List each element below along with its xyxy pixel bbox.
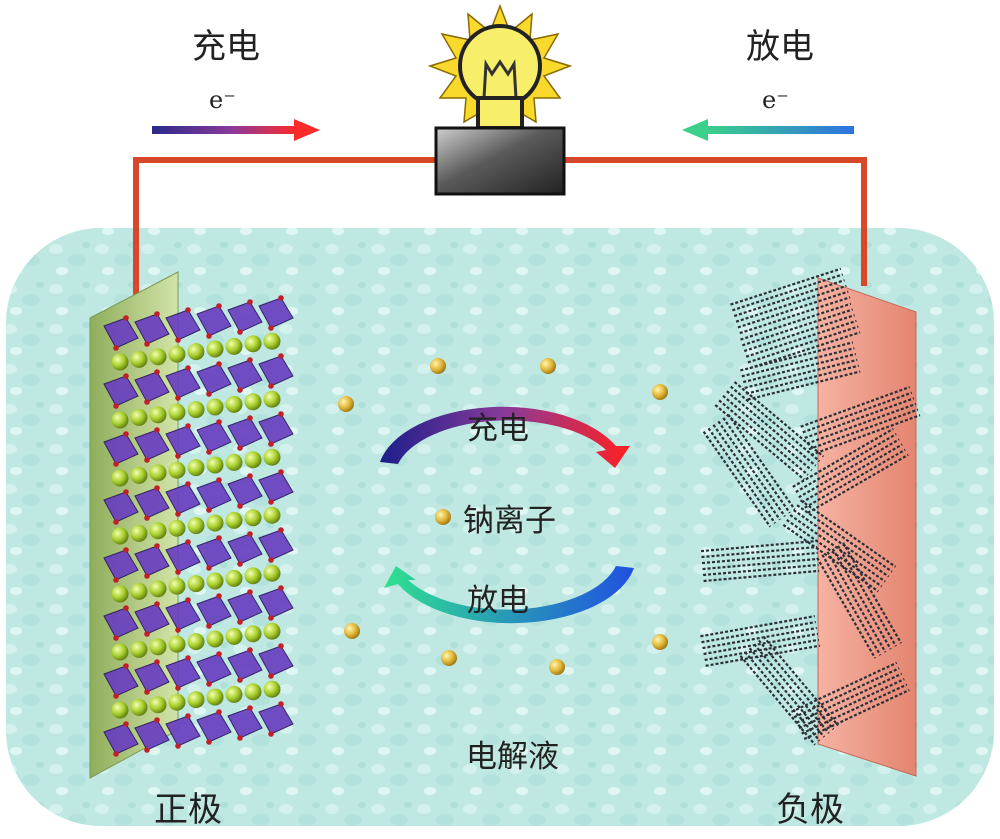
charge-cycle-arrow <box>380 406 630 468</box>
octahedra-layer <box>103 643 294 699</box>
octahedra-layer <box>103 411 294 467</box>
arrow-right-icon <box>152 119 320 141</box>
sodium-ion-dot <box>338 396 354 412</box>
sodium-layer <box>111 622 281 661</box>
cycle-charge-label: 充电 <box>467 411 529 447</box>
sodium-ion-dot <box>540 358 556 374</box>
electron-label-right: e⁻ <box>762 86 789 114</box>
discharge-cycle-arrow <box>384 566 634 624</box>
light-bulb-icon <box>427 3 573 132</box>
sodium-ion-dot <box>435 509 451 525</box>
sodium-ion-dot <box>652 384 668 400</box>
sodium-ion-dot <box>652 634 668 650</box>
discharge-label: 放电 <box>746 27 814 67</box>
octahedra-layer <box>103 527 294 583</box>
sodium-ion-dot <box>430 358 446 374</box>
octahedra-layer <box>103 353 294 409</box>
cathode-crystal-layers <box>103 295 294 757</box>
sodium-ion-dot <box>441 650 457 666</box>
octahedra-layer <box>103 701 294 757</box>
electron-label-left: e⁻ <box>209 86 236 114</box>
arrow-left-icon <box>682 119 854 141</box>
octahedra-layer <box>103 469 294 525</box>
sodium-ion-label: 钠离子 <box>463 503 556 539</box>
cathode-label: 正极 <box>154 790 222 830</box>
sodium-ion-particles <box>338 358 668 675</box>
sodium-layer <box>111 332 281 371</box>
anode-label: 负极 <box>776 790 844 830</box>
octahedra-layer <box>103 585 294 641</box>
meter-box <box>434 126 566 196</box>
sodium-layer <box>111 564 281 603</box>
anode-plate <box>817 277 917 777</box>
electrolyte-label: 电解液 <box>466 739 559 775</box>
octahedra-layer <box>103 295 294 351</box>
sodium-layer <box>111 506 281 545</box>
external-wire <box>133 157 867 300</box>
sodium-layer <box>111 448 281 487</box>
sodium-ion-dot <box>549 659 565 675</box>
charge-label: 充电 <box>192 27 260 67</box>
cycle-discharge-label: 放电 <box>467 583 529 619</box>
sodium-layer <box>111 680 281 719</box>
sodium-layer <box>111 390 281 429</box>
sodium-ion-dot <box>344 623 360 639</box>
